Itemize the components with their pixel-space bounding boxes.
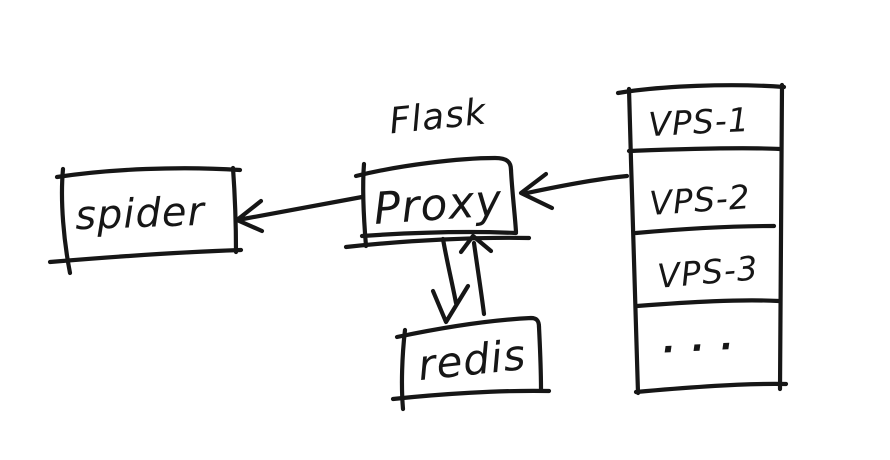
vps-divider-2 xyxy=(633,223,777,236)
proxy-box-right xyxy=(508,167,519,235)
arrow-redis-to-proxy xyxy=(458,233,494,317)
redis-box-top xyxy=(394,315,542,340)
vps-stack-top xyxy=(615,83,787,96)
vps-divider-3 xyxy=(634,298,782,309)
vps-item-1-label: VPS-1 xyxy=(647,99,751,145)
vps-item-2-label: VPS-2 xyxy=(648,177,752,223)
arrow-redis-to-proxy-head xyxy=(458,233,494,255)
vps-item-ellipsis-label: ··· xyxy=(660,325,750,371)
vps-stack-box xyxy=(615,82,789,396)
proxy-box-bottom-overdraw xyxy=(343,235,532,250)
arrow-proxy-to-spider-head xyxy=(234,198,265,234)
vps-stack-right xyxy=(777,82,785,392)
arrow-vps-to-proxy-shaft xyxy=(524,173,630,196)
proxy-node-label: Proxy xyxy=(372,175,504,235)
proxy-box-bottom xyxy=(359,229,519,239)
arrow-vps-to-proxy xyxy=(518,171,630,211)
spider-box xyxy=(47,165,244,276)
spider-node-label: spider xyxy=(74,188,206,240)
arrow-redis-to-proxy-shaft xyxy=(471,240,487,317)
redis-box-right xyxy=(536,324,544,393)
vps-divider-1 xyxy=(626,146,783,154)
arrow-proxy-to-spider-shaft xyxy=(240,194,365,222)
proxy-box-left xyxy=(361,161,369,249)
arrow-vps-to-proxy-head xyxy=(518,171,555,211)
spider-box-bottom xyxy=(47,247,244,265)
redis-box-left xyxy=(399,327,408,412)
redis-box-bottom xyxy=(390,388,552,402)
vps-stack-bottom xyxy=(633,381,789,395)
spider-box-left xyxy=(59,166,73,276)
arrow-proxy-to-spider xyxy=(234,194,365,234)
arrow-proxy-to-redis-shaft xyxy=(440,236,459,306)
arrow-proxy-to-redis-head xyxy=(430,283,471,325)
spider-box-right xyxy=(230,165,239,255)
vps-stack-left xyxy=(626,86,641,396)
redis-box xyxy=(390,315,552,412)
proxy-box-top xyxy=(353,155,514,179)
arrow-proxy-to-redis xyxy=(430,236,471,325)
spider-box-top xyxy=(54,166,243,180)
proxy-box xyxy=(343,155,532,250)
